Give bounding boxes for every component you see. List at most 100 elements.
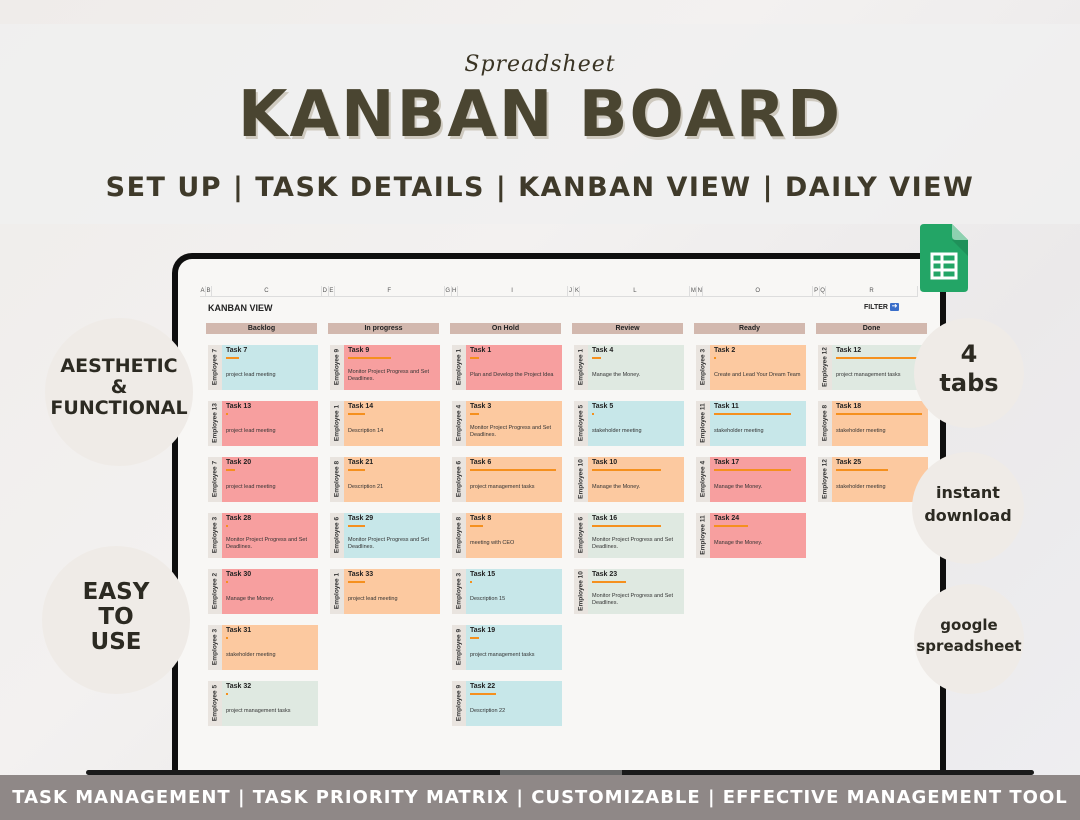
task-description: Manage the Money. (592, 484, 641, 490)
task-name: Task 23 (592, 571, 618, 578)
column-letter[interactable]: J (568, 286, 575, 296)
filter-label[interactable]: FILTER (864, 304, 888, 311)
column-letter[interactable]: N (697, 286, 704, 296)
column-letter[interactable]: B (206, 286, 212, 296)
column-header-review[interactable]: Review (572, 323, 683, 334)
column-header-backlog[interactable]: Backlog (206, 323, 317, 334)
column-letter[interactable]: Q (820, 286, 827, 296)
column-header-on-hold[interactable]: On Hold (450, 323, 561, 334)
column-header-in-progress[interactable]: In progress (328, 323, 439, 334)
employee-label: Employee 10 (577, 459, 585, 499)
column-letter[interactable]: F (335, 286, 445, 296)
column-letter[interactable]: M (690, 286, 698, 296)
task-name: Task 31 (226, 627, 252, 634)
column-letter[interactable]: D (322, 286, 329, 296)
column-letter[interactable]: E (329, 286, 335, 296)
column-letter[interactable]: L (580, 286, 691, 296)
employee-label: Employee 5 (577, 404, 585, 442)
task-description: project management tasks (470, 484, 535, 490)
task-progress-bar (470, 525, 483, 527)
employee-label: Employee 11 (699, 403, 707, 443)
column-letter[interactable]: K (574, 286, 581, 296)
column-letter[interactable]: P (814, 286, 821, 296)
task-description: project management tasks (470, 652, 535, 658)
column-letter[interactable]: I (458, 286, 568, 296)
column-letter[interactable]: R (826, 286, 919, 296)
column-letter[interactable]: G (445, 286, 452, 296)
arrow-right-icon[interactable]: ➜ (890, 303, 899, 311)
task-progress-bar (470, 357, 479, 359)
column-letter[interactable]: O (703, 286, 814, 296)
badge-line: EASY (82, 579, 150, 605)
column-letter[interactable]: A (200, 286, 206, 296)
column-letter[interactable]: H (451, 286, 458, 296)
column-letter[interactable]: C (212, 286, 322, 296)
column-header-ready[interactable]: Ready (694, 323, 805, 334)
column-header-done[interactable]: Done (816, 323, 927, 334)
employee-label: Employee 4 (455, 404, 463, 442)
